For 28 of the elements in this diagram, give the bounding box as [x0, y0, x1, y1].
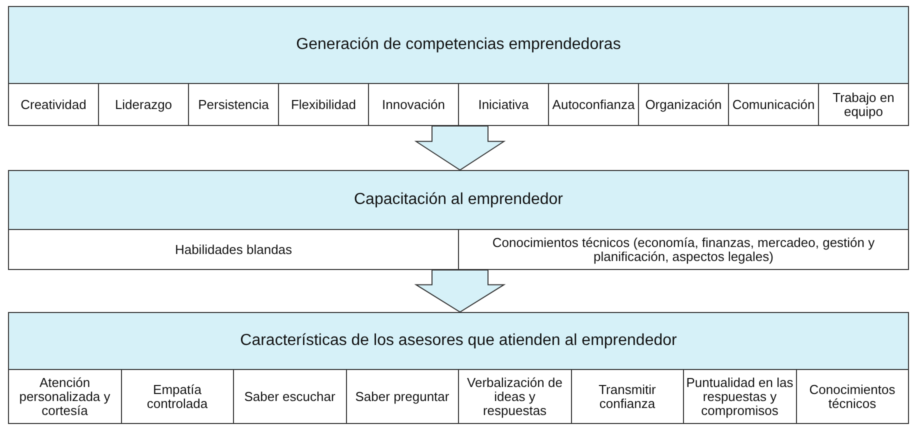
- table-cell: Organización: [638, 84, 728, 125]
- table-cell: Puntualidad en las respuestas y compromisos: [683, 370, 796, 423]
- table-cell: Autoconfianza: [548, 84, 638, 125]
- table-cell: Conocimientos técnicos (economía, finanzas, mercadeo, gestión y planificación, aspectos legales): [458, 230, 908, 269]
- section-box: [8, 6, 909, 126]
- section-title: Generación de competencias emprendedoras: [296, 36, 621, 54]
- section-title: Características de los asesores que atienden al emprendedor: [240, 332, 677, 350]
- table-cell: Saber escuchar: [233, 370, 346, 423]
- table-cell: Comunicación: [728, 84, 818, 125]
- block-arrow: [414, 270, 506, 313]
- table-cell: Conocimientos técnicos: [796, 370, 908, 423]
- table-cell: Trabajo en equipo: [818, 84, 908, 125]
- table-cell: Transmitir confianza: [570, 370, 683, 423]
- table-cell: Iniciativa: [458, 84, 548, 125]
- table-cell: Empatía controlada: [120, 370, 233, 423]
- table-cell: Creatividad: [9, 84, 98, 125]
- section-box: [8, 312, 909, 424]
- table-cell: Saber preguntar: [346, 370, 458, 423]
- section-box: [8, 170, 909, 270]
- table-cell: Innovación: [368, 84, 458, 125]
- block-arrow: [414, 126, 506, 171]
- table-cell: Verbalización de ideas y respuestas: [458, 370, 570, 423]
- table-cell: Atención personalizada y cortesía: [9, 370, 120, 423]
- table-cell: Persistencia: [188, 84, 278, 125]
- table-cell: Flexibilidad: [278, 84, 368, 125]
- section-title: Capacitación al emprendedor: [354, 191, 563, 209]
- table-cell: Habilidades blandas: [9, 230, 458, 269]
- table-cell: Liderazgo: [98, 84, 188, 125]
